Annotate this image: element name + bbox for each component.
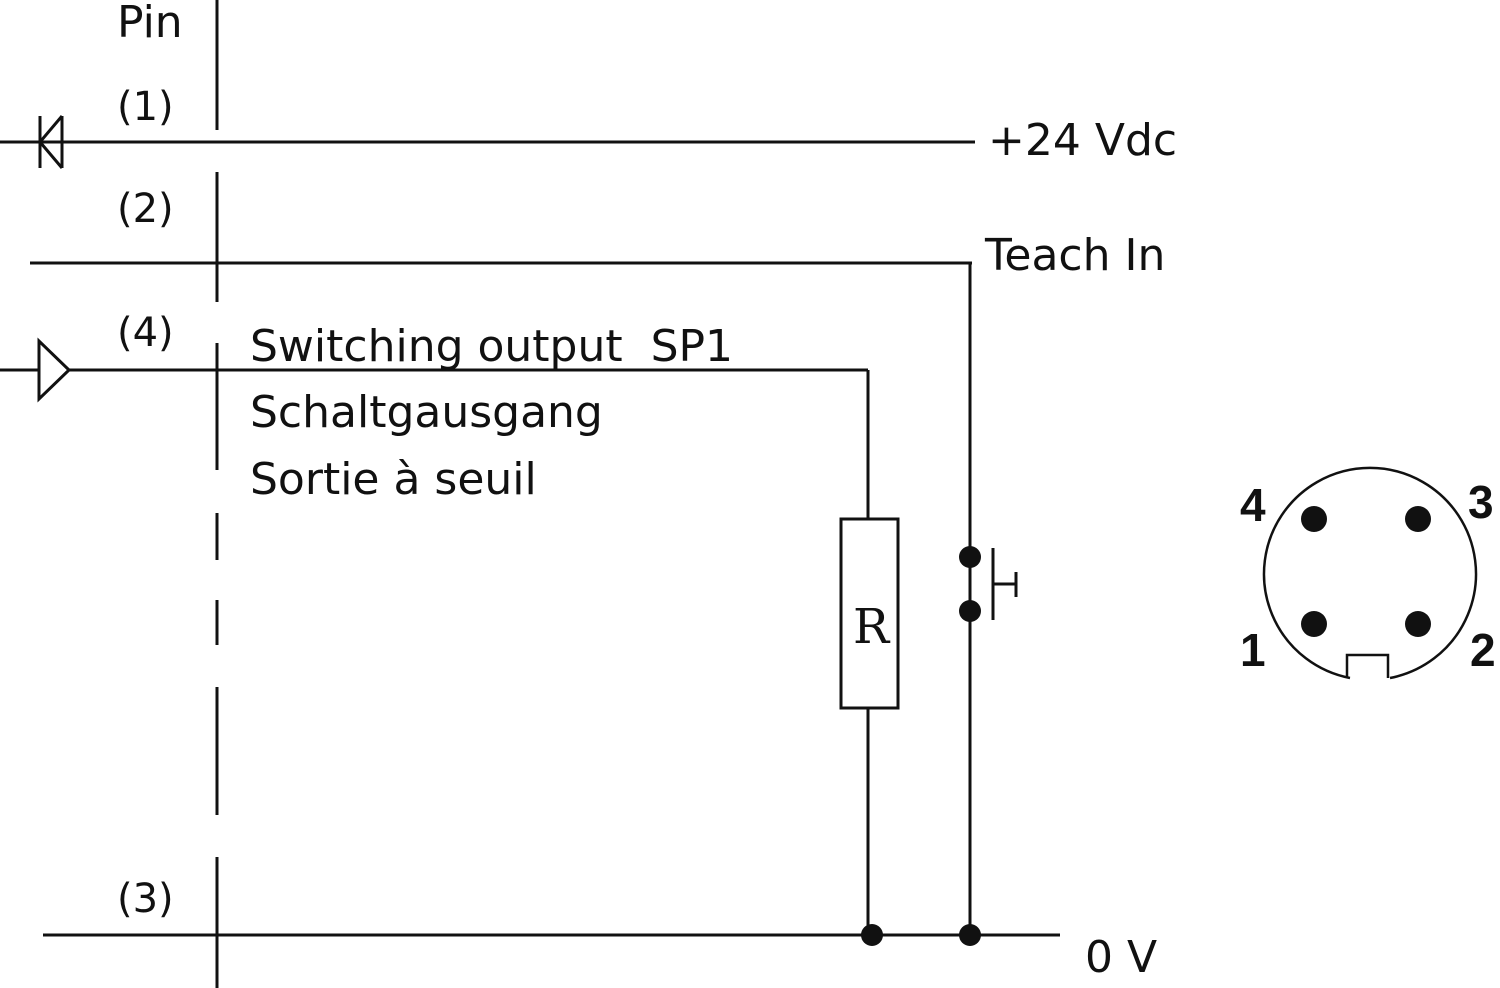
pin-4-label: (4) <box>117 310 174 356</box>
pin-header-label: Pin <box>117 0 183 48</box>
ground-rail-label: 0 V <box>1085 932 1157 983</box>
ground-junction-dot <box>861 924 883 946</box>
pin-2-label: (2) <box>117 186 174 232</box>
connector-pin-3-number: 3 <box>1468 476 1494 528</box>
output-triangle-icon <box>37 337 72 403</box>
pin-3-label: (3) <box>117 876 174 922</box>
teach-in-label: Teach In <box>984 230 1165 281</box>
pin-1-label: (1) <box>117 84 174 130</box>
resistor-body <box>839 517 900 710</box>
output-label-fr: Sortie à seuil <box>250 454 537 505</box>
connector-pin-2-number: 2 <box>1470 624 1496 676</box>
resistor-label: R <box>853 599 891 655</box>
ground-junction-dot <box>959 924 981 946</box>
output-label-de: Schaltgausgang <box>250 387 603 438</box>
connector-face-icon <box>1262 466 1478 680</box>
supply-rail-label: +24 Vdc <box>988 115 1177 166</box>
connector-pin-4-number: 4 <box>1240 479 1266 531</box>
connector-pin-1-number: 1 <box>1240 624 1266 676</box>
push-button-switch-icon <box>959 546 1018 622</box>
output-label-en: Switching output SP1 <box>250 321 733 372</box>
diode-icon <box>38 115 64 169</box>
